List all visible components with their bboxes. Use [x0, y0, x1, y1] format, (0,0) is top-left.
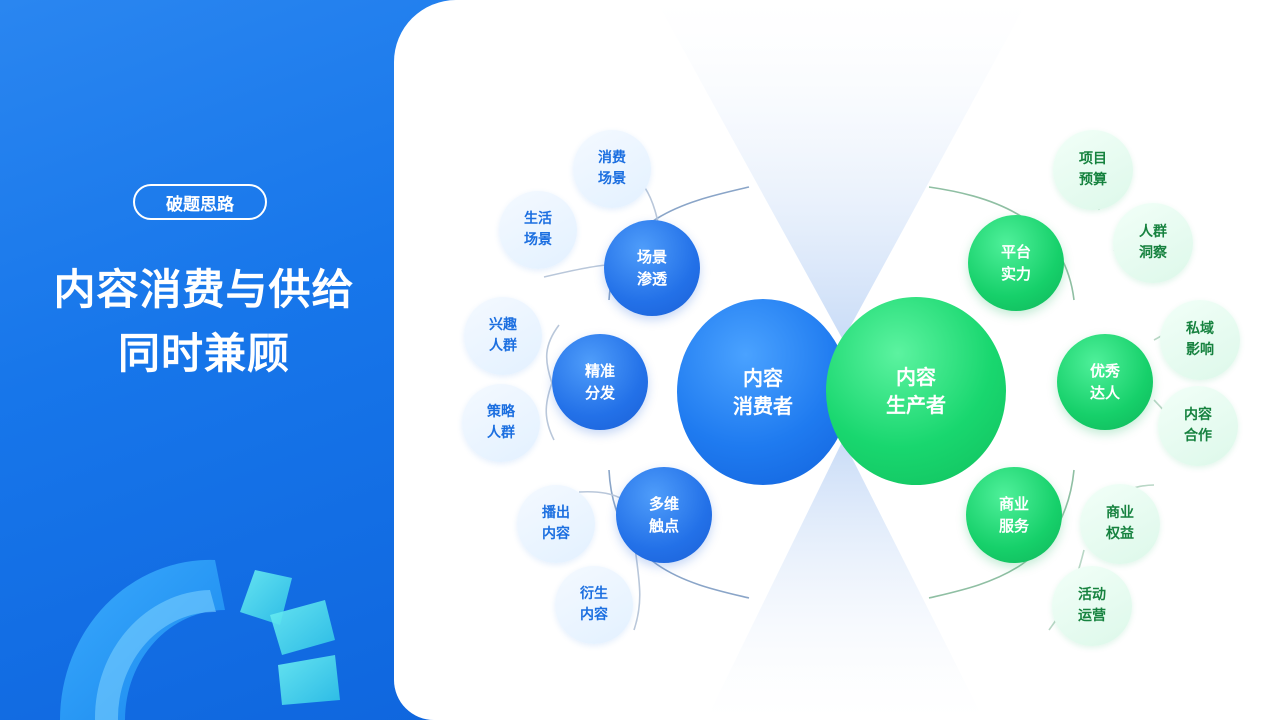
branch-excellent-talent: 优秀 达人: [1057, 334, 1153, 430]
leaf-strategy-crowd: 策略 人群: [462, 384, 540, 462]
title-line-1: 内容消费与供给: [53, 265, 355, 314]
decorative-ring-graphic: [59, 559, 340, 720]
branch-precise-distribution: 精准 分发: [552, 334, 648, 430]
connector-precise-2: [545, 382, 555, 441]
leaf-activity-operation: 活动 运营: [1052, 566, 1132, 646]
branch-platform-strength: 平台 实力: [968, 215, 1064, 311]
connector-producer-lower: [928, 469, 1075, 599]
connector-scene-2: [543, 264, 610, 278]
leaf-derivative-content: 衍生 内容: [555, 566, 633, 644]
hub-consumer: 内容 消费者: [677, 299, 849, 485]
leaf-consumption-scene: 消费 场景: [573, 130, 651, 208]
leaf-private-influence: 私域 影响: [1160, 300, 1240, 380]
hub-producer: 内容 生产者: [826, 297, 1006, 485]
leaf-business-rights: 商业 权益: [1080, 484, 1160, 564]
diagram-panel: 内容 消费者 内容 生产者 场景 渗透 精准 分发 多维 触点 消费 场景 生活…: [394, 0, 1280, 720]
leaf-content-cooperation: 内容 合作: [1158, 386, 1238, 466]
title-line-2: 同时兼顾: [117, 329, 290, 378]
leaf-project-budget: 项目 预算: [1053, 130, 1133, 210]
branch-business-service: 商业 服务: [966, 467, 1062, 563]
connector-producer-upper: [928, 186, 1075, 301]
hourglass-top: [656, 0, 1028, 340]
branch-multi-touchpoint: 多维 触点: [616, 467, 712, 563]
leaf-life-scene: 生活 场景: [499, 191, 577, 269]
leaf-interest-crowd: 兴趣 人群: [464, 297, 542, 375]
connector-precise: [545, 324, 560, 384]
topic-tag: 破题思路: [133, 184, 267, 220]
connector-consumer-lower: [608, 469, 750, 599]
page-title: 内容消费与供给 同时兼顾: [0, 258, 408, 386]
hourglass-bottom: [706, 440, 984, 720]
branch-scene-penetration: 场景 渗透: [604, 220, 700, 316]
leaf-crowd-insight: 人群 洞察: [1113, 203, 1193, 283]
left-panel: 破题思路 内容消费与供给 同时兼顾: [0, 0, 460, 720]
leaf-broadcast-content: 播出 内容: [517, 485, 595, 563]
